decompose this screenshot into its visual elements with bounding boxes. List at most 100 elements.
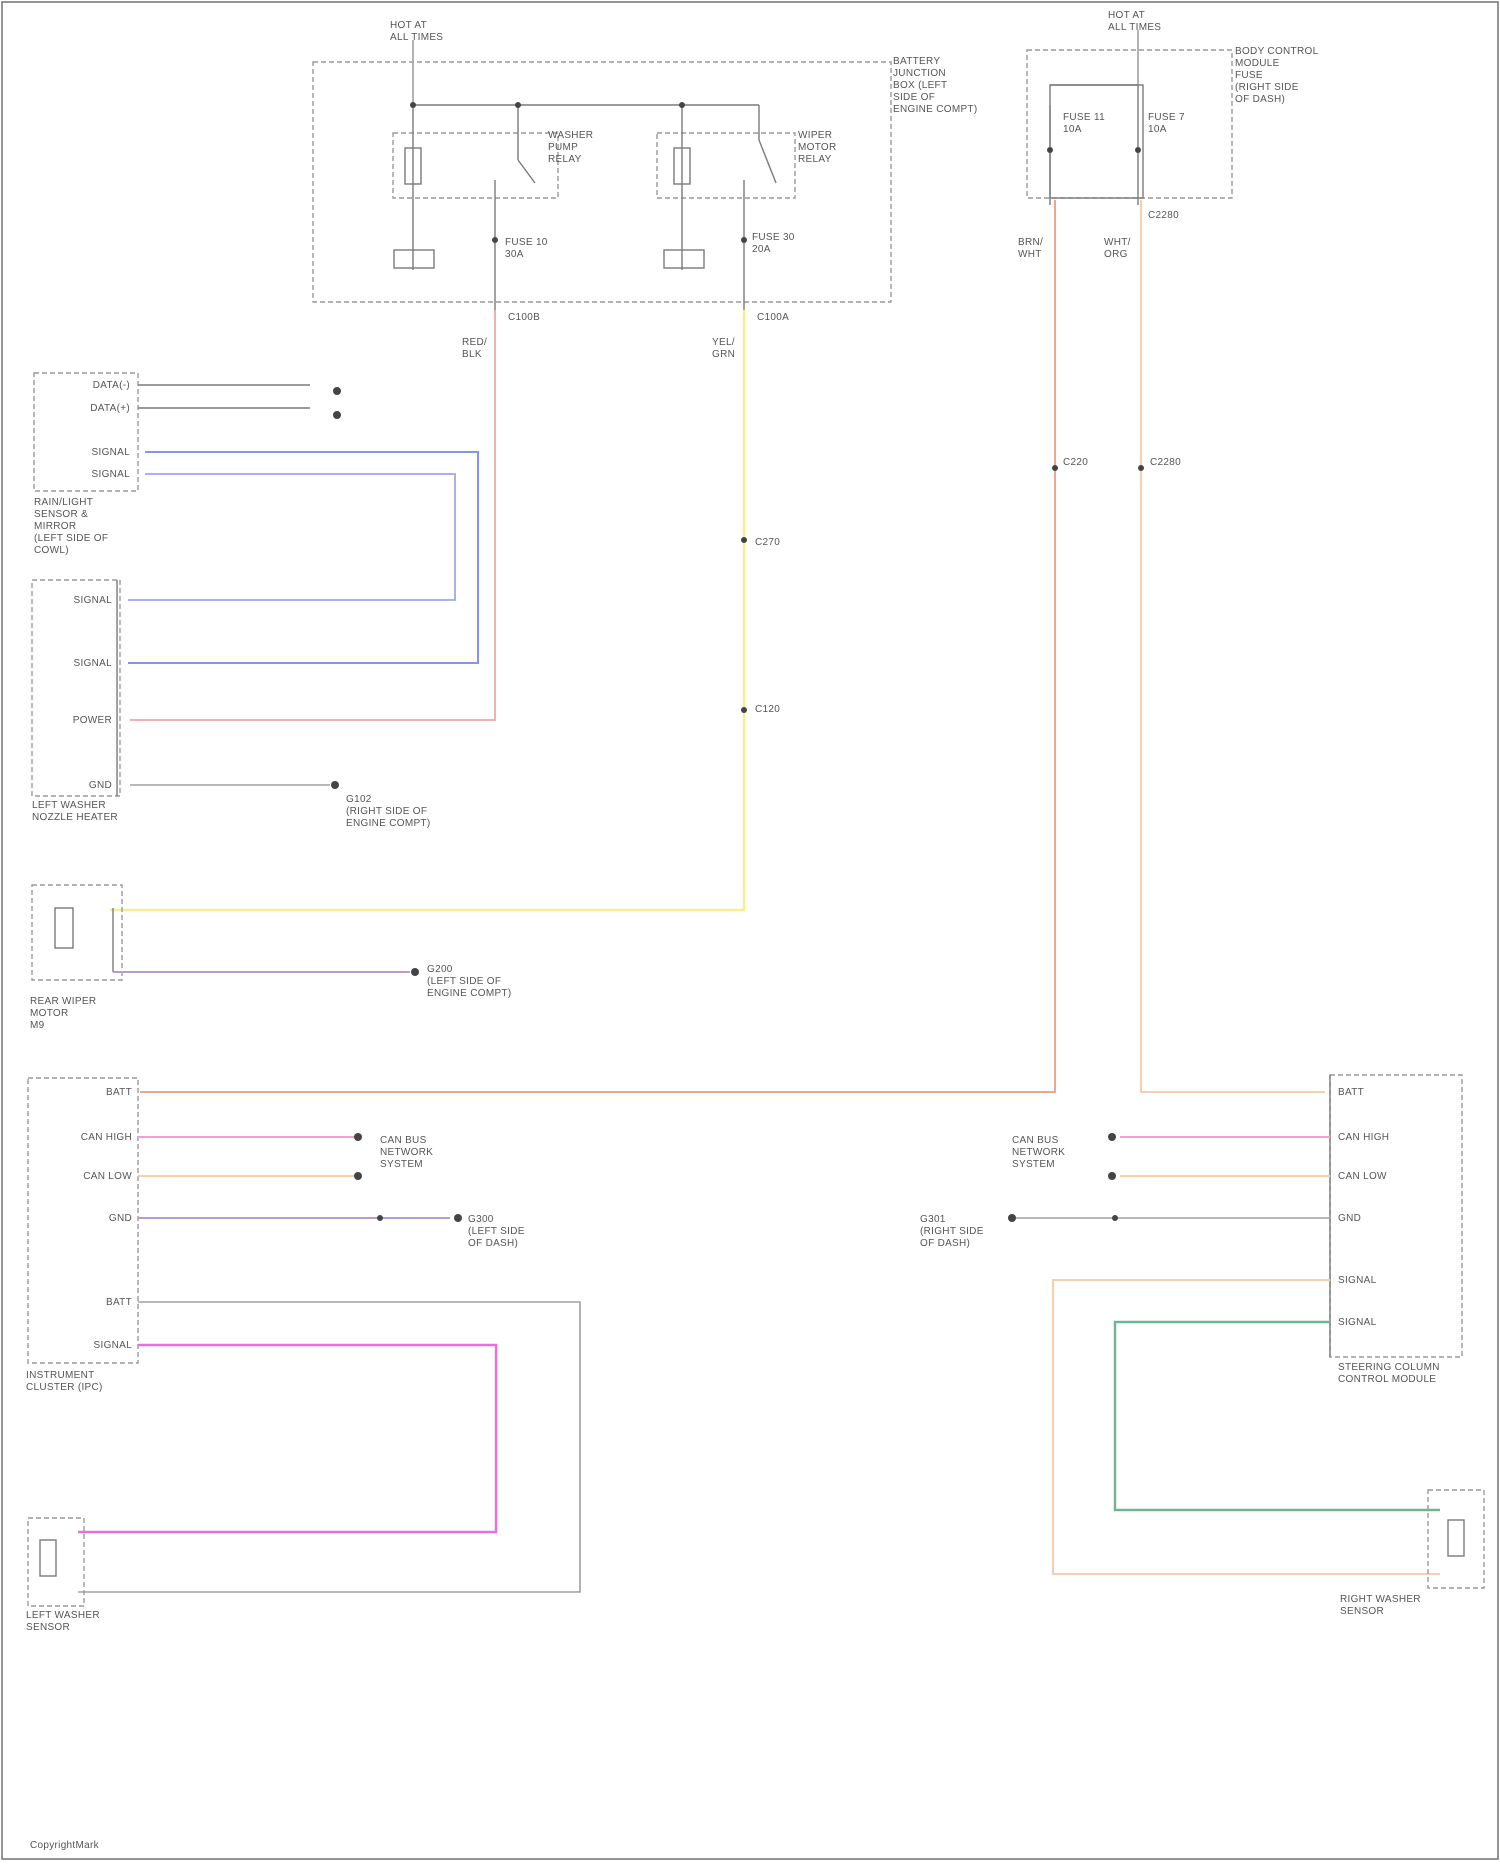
label-line: CLUSTER (IPC)	[26, 1382, 103, 1393]
label-line: NETWORK	[1012, 1147, 1065, 1158]
label-line: BODY CONTROL	[1235, 46, 1319, 57]
wire-brn-wht-label: BRN/WHT	[1018, 237, 1043, 260]
pin-name: CAN LOW	[1338, 1171, 1387, 1182]
label-line: G300	[468, 1214, 494, 1225]
label-line: RELAY	[548, 154, 582, 165]
sccm-label: STEERING COLUMNCONTROL MODULE	[1338, 1362, 1440, 1385]
wire-magenta	[78, 1345, 496, 1532]
relay-right-label: WIPERMOTORRELAY	[798, 130, 837, 165]
label-line: JUNCTION	[893, 68, 946, 79]
label-line: (RIGHT SIDE	[1235, 82, 1299, 93]
c220-label: C220	[1063, 457, 1088, 468]
label-line: BLK	[462, 349, 482, 360]
label-line: FUSE 10	[505, 237, 548, 248]
label-line: BOX (LEFT	[893, 80, 947, 91]
cbox-right-connector: C100A	[757, 312, 789, 323]
rain-module-label: RAIN/LIGHTSENSOR &MIRROR(LEFT SIDE OFCOW…	[34, 497, 108, 556]
label-line: 10A	[1148, 124, 1167, 135]
label-line: 10A	[1063, 124, 1082, 135]
right-fuse-connector: C2280	[1148, 210, 1179, 221]
pin-name: DATA(+)	[90, 403, 130, 414]
wire-wht-org	[1141, 200, 1325, 1092]
fuse-11-label: FUSE 1110A	[1063, 112, 1105, 135]
label-line: ENGINE COMPT)	[427, 988, 511, 999]
label-line: INSTRUMENT	[26, 1370, 95, 1381]
label-line: C2280	[1148, 210, 1179, 221]
label-line: RED/	[462, 337, 487, 348]
wire-red-blk-label: RED/BLK	[462, 337, 487, 360]
left-heater-box	[32, 580, 120, 796]
label-line: YEL/	[712, 337, 735, 348]
pin-name: CAN LOW	[83, 1171, 132, 1182]
label-line: MIRROR	[34, 521, 76, 532]
label-line: LEFT WASHER	[32, 800, 106, 811]
label-line: HOT AT	[390, 20, 427, 31]
label-line: ENGINE COMPT)	[346, 818, 430, 829]
label-line: FUSE 30	[752, 232, 795, 243]
label-line: FUSE 11	[1063, 112, 1105, 123]
wire-green	[1115, 1322, 1440, 1510]
fuse-left-label: FUSE 1030A	[505, 237, 548, 260]
label-line: COWL)	[34, 545, 69, 556]
label-line: OF DASH)	[920, 1238, 970, 1249]
label-line: SENSOR &	[34, 509, 88, 520]
label-line: (LEFT SIDE OF	[427, 976, 501, 987]
label-line: MODULE	[1235, 58, 1280, 69]
label-line: WHT	[1018, 249, 1042, 260]
label-line: C270	[755, 537, 780, 548]
label-line: 20A	[752, 244, 771, 255]
label-line: C120	[755, 704, 780, 715]
pin-name: DATA(-)	[93, 380, 130, 391]
pin-name: CAN HIGH	[1338, 1132, 1389, 1143]
label-line: (LEFT SIDE OF	[34, 533, 108, 544]
label-line: WASHER	[548, 130, 593, 141]
wire-wht-org-label: WHT/ORG	[1104, 237, 1131, 260]
label-line: ORG	[1104, 249, 1128, 260]
label-line: (RIGHT SIDE OF	[346, 806, 427, 817]
pin-name: SIGNAL	[74, 658, 113, 669]
label-line: CAN BUS	[380, 1135, 427, 1146]
label-line: GRN	[712, 349, 735, 360]
relay-left-label: WASHERPUMPRELAY	[548, 130, 593, 165]
ipc-label: INSTRUMENTCLUSTER (IPC)	[26, 1370, 103, 1393]
label-line: ALL TIMES	[390, 32, 443, 43]
label-line: CONTROL MODULE	[1338, 1374, 1436, 1385]
label-line: (LEFT SIDE	[468, 1226, 525, 1237]
c120-label: C120	[755, 704, 780, 715]
label-line: CAN BUS	[1012, 1135, 1059, 1146]
label-line: STEERING COLUMN	[1338, 1362, 1440, 1373]
pin-name: SIGNAL	[94, 1340, 133, 1351]
pin-name: CAN HIGH	[81, 1132, 132, 1143]
c270-label: C270	[755, 537, 780, 548]
pin-name: SIGNAL	[1338, 1275, 1377, 1286]
label-line: FUSE 7	[1148, 112, 1185, 123]
label-line: HOT AT	[1108, 10, 1145, 21]
label-line: G301	[920, 1214, 946, 1225]
label-line: CopyrightMark	[30, 1840, 100, 1851]
wire-blu-org-2	[128, 474, 455, 600]
label-line: BRN/	[1018, 237, 1043, 248]
ground-g102-label: G102(RIGHT SIDE OFENGINE COMPT)	[346, 794, 430, 829]
top-right-hot-label: HOT ATALL TIMES	[1108, 10, 1161, 33]
can-network-right-label: CAN BUSNETWORKSYSTEM	[1012, 1135, 1065, 1170]
g200-label: G200(LEFT SIDE OFENGINE COMPT)	[427, 964, 511, 999]
label-line: G200	[427, 964, 453, 975]
label-line: OF DASH)	[1235, 94, 1285, 105]
footer-label: CopyrightMark	[30, 1840, 100, 1851]
c2280-label: C2280	[1150, 457, 1181, 468]
label-line: C100B	[508, 312, 540, 323]
pin-name: BATT	[106, 1087, 132, 1098]
wire-yel-grn-label: YEL/GRN	[712, 337, 735, 360]
label-line: 30A	[505, 249, 524, 260]
